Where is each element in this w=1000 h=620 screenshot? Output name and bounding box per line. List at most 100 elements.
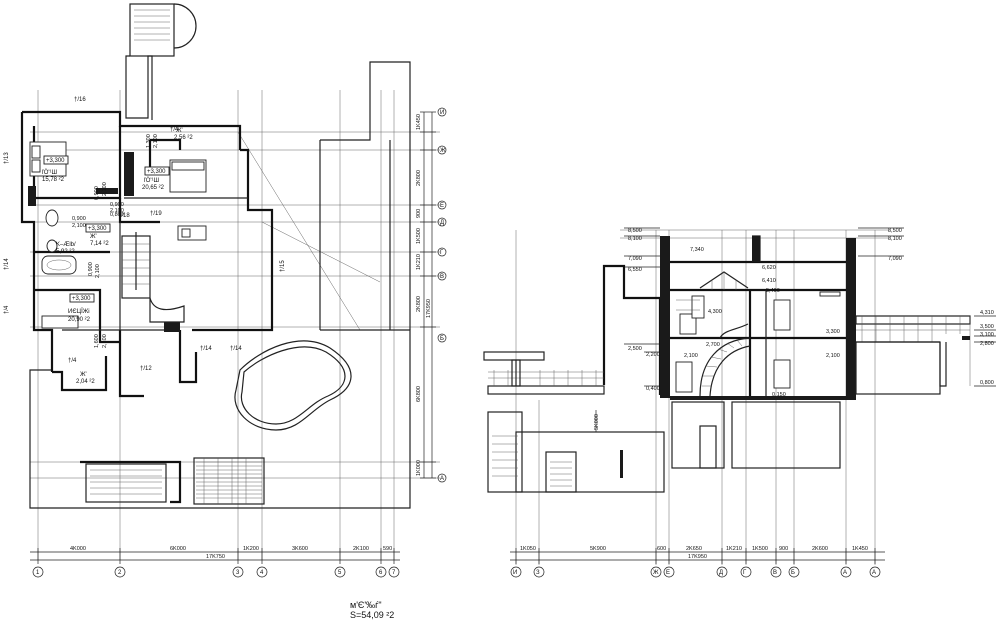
right-axis-3: Е — [440, 203, 444, 209]
room-area-4: 7,14 ²2 — [90, 241, 109, 247]
sec-axis-3: Ж — [653, 570, 659, 576]
right-level-1: 8,500 — [888, 228, 902, 234]
door-dim-2: 2,100 — [153, 134, 159, 148]
sec-dim-4: 2K650 — [686, 546, 702, 552]
sec-dim-5: 1K210 — [726, 546, 742, 552]
sec-dim-7: 900 — [779, 546, 788, 552]
bottom-dim-4: 3K600 — [292, 546, 308, 552]
door-dim-1: 1,300 — [146, 134, 152, 148]
sec-dim-9: 1K450 — [852, 546, 868, 552]
door-dim-11: 2,100 — [102, 334, 108, 348]
side-dim-6: 2K800 — [416, 296, 422, 312]
sec-axis-10: А — [872, 570, 876, 576]
mid-level-2: 6,620 — [762, 265, 776, 271]
pergola — [193, 457, 265, 505]
door-dim-13: 2,100 — [110, 208, 124, 214]
top-stair — [125, 3, 197, 120]
room-name-5: ИЄЦЇЖi — [68, 308, 91, 315]
callout-1: †/16 — [74, 97, 86, 103]
sec-dim-8: 2K600 — [812, 546, 828, 552]
callout-3: †/13 — [4, 152, 10, 164]
left-levels: 8,500 8,100 7,090 6,550 2,500 2,200 0,40… — [624, 227, 660, 392]
sofa — [41, 315, 79, 329]
sec-axis-9: А — [843, 570, 847, 576]
left-level-1: 8,500 — [628, 228, 642, 234]
left-level-7: 0,400 — [646, 386, 660, 392]
level-mark-1: +3,300 — [46, 158, 65, 164]
room-name-3: K–Ælb/ — [56, 242, 76, 248]
bottom-dim-1: 4K000 — [70, 546, 86, 552]
axis-7: 7 — [392, 570, 396, 576]
room-name-6: Ж' — [176, 128, 183, 134]
right-axis-2: Ж — [440, 148, 446, 154]
mid-level-10: 0,150 — [772, 392, 786, 398]
room-area-2: 20,65 ²2 — [142, 185, 165, 191]
callout-2: †/4 — [170, 127, 179, 133]
callout-5: †/4 — [4, 305, 10, 314]
room-area-7: 2,04 ²2 — [76, 379, 95, 385]
bathtub — [41, 255, 77, 275]
far-level-3: 3,100 — [980, 332, 994, 338]
sec-axis-7: В — [773, 570, 777, 576]
sec-axis-4: Е — [666, 570, 670, 576]
right-axis-4: Д — [440, 220, 444, 226]
callout-7: †/19 — [150, 211, 162, 217]
callout-10: †/14 — [230, 346, 242, 352]
bottom-dim-2: 6K000 — [170, 546, 186, 552]
axis-3: 3 — [236, 570, 240, 576]
section-total-width: 17K950 — [688, 554, 707, 560]
room-name-7: Ж' — [80, 372, 87, 378]
sec-dim-3: 600 — [657, 546, 666, 552]
room-name-2: ľÒ'¹Ш — [144, 177, 159, 184]
level-mark-3: +3,300 — [88, 226, 107, 232]
section-stair — [699, 323, 751, 397]
plan-side-dimension: 1K450 2K800 900 1K500 1K210 2K800 17K950… — [416, 107, 447, 483]
bed-2 — [169, 159, 207, 193]
plan-bottom-dimension: 4K000 6K000 1K200 3K600 2K100 590 17K750… — [30, 546, 400, 578]
right-level-2: 8,100 — [888, 236, 902, 242]
pool — [234, 340, 352, 431]
door-dim-8: 0,900 — [88, 262, 94, 276]
door-dim-7: 2,100 — [72, 223, 86, 229]
mid-level-1: 7,340 — [690, 247, 704, 253]
axis-5: 5 — [338, 570, 342, 576]
right-balcony: 4,310 3,500 3,100 2,800 0,800 — [855, 310, 996, 395]
left-terrace — [483, 351, 605, 395]
side-dim-1: 1K450 — [416, 114, 422, 130]
left-level-6: 2,200 — [646, 352, 660, 358]
sec-axis-5: Д — [719, 570, 723, 576]
side-dim-7: 17K950 — [426, 299, 432, 318]
sec-axis-1: И — [513, 570, 517, 576]
floor-plan: ľÒ'¹Ш 15,78 ²2 ľÒ'¹Ш 20,65 ²2 K–Ælb/ 5,9… — [4, 3, 447, 620]
interior-stair — [121, 232, 185, 323]
mid-level-4: 5,400 — [766, 288, 780, 294]
room-name-4: Ж' — [90, 234, 97, 240]
right-axis-7: Б — [440, 336, 444, 342]
side-dim-3: 900 — [416, 209, 422, 218]
mid-level-5: 4,300 — [708, 309, 722, 315]
side-dim-2: 2K800 — [416, 170, 422, 186]
door-dim-6: 0,900 — [72, 216, 86, 222]
callout-9: †/14 — [200, 346, 212, 352]
far-level-4: 2,800 — [980, 341, 994, 347]
bottom-dim-6: 590 — [383, 546, 392, 552]
left-level-2: 8,100 — [628, 236, 642, 242]
door-dim-10: 1,600 — [94, 334, 100, 348]
room-area-3: 5,92 ²2 — [56, 249, 75, 255]
callout-11: †/4 — [68, 358, 77, 364]
door-dim-5: 0,900 — [110, 202, 124, 208]
level-mark-4: +3,300 — [72, 296, 91, 302]
section-base-dim: 5K000 — [594, 414, 600, 430]
room-area-5: 20,90 ²2 — [68, 317, 91, 323]
level-mark-2: +3,300 — [147, 169, 166, 175]
axis-1: 1 — [36, 570, 40, 576]
right-level-3: 7,090 — [888, 256, 902, 262]
far-level-5: 0,800 — [980, 380, 994, 386]
left-level-3: 7,090 — [628, 256, 642, 262]
side-dim-5: 1K210 — [416, 254, 422, 270]
far-level-2: 3,500 — [980, 324, 994, 330]
plan-grid-lines — [30, 90, 440, 560]
callout-6: †/15 — [280, 260, 286, 272]
side-dim-8: 6K800 — [416, 386, 422, 402]
sec-dim-6: 1K500 — [752, 546, 768, 552]
